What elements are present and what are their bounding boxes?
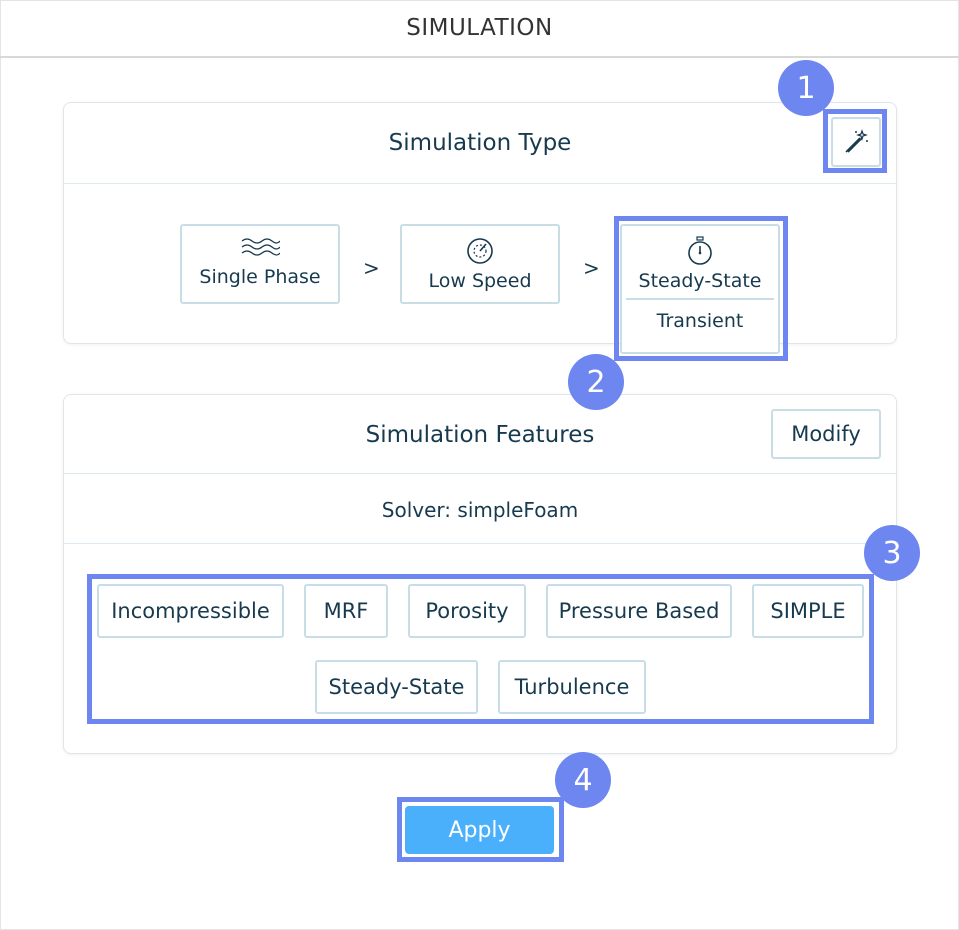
feature-tag[interactable]: SIMPLE bbox=[752, 584, 864, 638]
callout-badge-1: 1 bbox=[778, 60, 834, 116]
feature-tag[interactable]: Incompressible bbox=[97, 584, 284, 638]
chevron-separator: > bbox=[363, 256, 380, 280]
time-mode-tile[interactable]: Steady-State Transient bbox=[620, 224, 780, 354]
feature-tag[interactable]: Steady-State bbox=[315, 660, 478, 714]
stopwatch-icon bbox=[688, 236, 712, 265]
simulation-type-title: Simulation Type bbox=[388, 130, 572, 156]
auto-configure-button[interactable] bbox=[831, 117, 881, 167]
feature-tag[interactable]: Pressure Based bbox=[546, 584, 732, 638]
low-speed-tile[interactable]: Low Speed bbox=[400, 224, 560, 304]
callout-badge-2: 2 bbox=[568, 354, 624, 410]
low-speed-label: Low Speed bbox=[428, 270, 532, 292]
transient-option[interactable]: Transient bbox=[656, 310, 744, 332]
simulation-features-title: Simulation Features bbox=[365, 422, 595, 448]
simulation-type-card: Simulation Type Single Phase > Low Speed… bbox=[63, 102, 897, 354]
modify-label: Modify bbox=[791, 422, 861, 446]
page-header: SIMULATION bbox=[0, 0, 959, 58]
page-title: SIMULATION bbox=[406, 15, 553, 41]
magic-wand-icon bbox=[845, 129, 868, 153]
solver-label: Solver: simpleFoam bbox=[381, 498, 579, 522]
simulation-features-card: Simulation Features Modify Solver: simpl… bbox=[63, 394, 897, 754]
steady-state-option[interactable]: Steady-State bbox=[638, 270, 762, 292]
waves-icon bbox=[241, 238, 280, 256]
single-phase-tile[interactable]: Single Phase bbox=[180, 224, 340, 304]
chevron-separator: > bbox=[583, 256, 600, 280]
apply-button[interactable]: Apply bbox=[405, 806, 554, 854]
modify-button[interactable]: Modify bbox=[771, 409, 881, 459]
feature-tag[interactable]: Porosity bbox=[408, 584, 526, 638]
feature-tag[interactable]: Turbulence bbox=[498, 660, 646, 714]
callout-badge-4: 4 bbox=[555, 752, 611, 808]
single-phase-label: Single Phase bbox=[199, 266, 321, 288]
speedometer-icon bbox=[467, 238, 493, 264]
feature-tag[interactable]: MRF bbox=[304, 584, 388, 638]
callout-badge-3: 3 bbox=[864, 525, 920, 581]
